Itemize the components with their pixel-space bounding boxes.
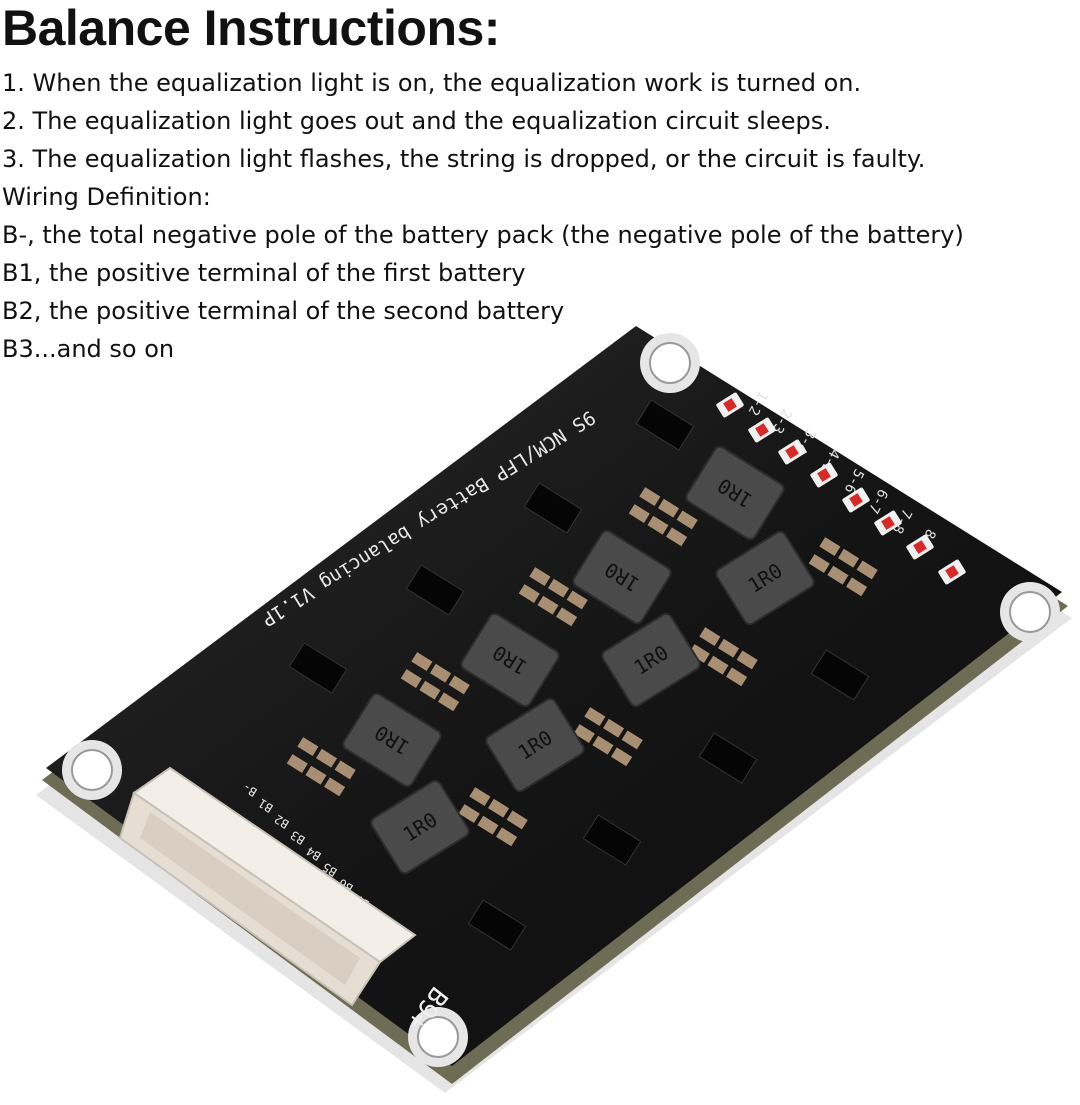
balance-wire-connector <box>118 766 417 1007</box>
inductor: 1R0 <box>460 612 560 708</box>
led-labels: 1-2 2-3 3-4 4-5 5-6 6-7 7-8 8-9 <box>745 388 939 556</box>
pin-label: B9 <box>384 924 404 944</box>
inductor: 1R0 <box>715 530 815 626</box>
inductor-label: 1R0 <box>513 725 556 764</box>
pin-label: B1 <box>256 796 276 816</box>
status-leds <box>716 392 966 585</box>
page-title: Balance Instructions: <box>2 0 500 56</box>
inductor: 1R0 <box>370 779 470 875</box>
inductor: 1R0 <box>485 697 585 793</box>
inductor-label: 1R0 <box>398 807 441 846</box>
inductors: 1R0 1R0 1R0 1R0 1R0 1R0 1R0 1R0 <box>342 445 815 875</box>
inductor: 1R0 <box>601 612 701 708</box>
instruction-line-1: 1. When the equalization light is on, th… <box>2 69 862 97</box>
instruction-line-3: 3. The equalization light flashes, the s… <box>2 145 926 173</box>
inductor: 1R0 <box>685 445 785 541</box>
wiring-heading: Wiring Definition: <box>2 183 211 211</box>
inductor: 1R0 <box>572 529 672 625</box>
inductor-label: 1R0 <box>370 720 413 759</box>
instruction-line-2: 2. The equalization light goes out and t… <box>2 107 831 135</box>
pin-label: B2 <box>272 812 292 832</box>
inductor-label: 1R0 <box>600 557 643 596</box>
connector-pin-labels: B- B1 B2 B3 B4 B5 B6 B7 B8 B9 <box>240 780 404 944</box>
capacitor-clusters <box>286 487 878 847</box>
instructions-text: 1. When the equalization light is on, th… <box>2 64 1080 368</box>
inductor: 1R0 <box>342 692 442 788</box>
board-shadow <box>36 346 1072 1093</box>
led-label: 3-4 <box>793 426 819 456</box>
transistors <box>288 399 870 951</box>
inductor-label: 1R0 <box>629 640 672 679</box>
led-label: 8-9 <box>913 526 939 556</box>
pin-label: B4 <box>304 844 324 864</box>
pin-label: B- <box>240 780 260 800</box>
board-silkscreen-title: 9S NCM/LFP Battery balancing V1.1P <box>258 406 599 631</box>
wiring-line-b2: B2, the positive terminal of the second … <box>2 297 565 325</box>
pin-label: B5 <box>320 860 340 880</box>
terminal-label-b9-plus: B9+ <box>401 981 454 1036</box>
led-label: 4-5 <box>817 446 843 476</box>
inductor-label: 1R0 <box>713 473 756 512</box>
mounting-holes <box>62 333 1060 1067</box>
wiring-line-b-minus: B-, the total negative pole of the batte… <box>2 221 964 249</box>
inductor-label: 1R0 <box>488 640 531 679</box>
wiring-line-b3: B3...and so on <box>2 335 175 363</box>
led-label: 1-2 <box>745 388 771 418</box>
led-label: 6-7 <box>865 486 891 516</box>
board-edge <box>42 334 1068 1084</box>
led-label: 5-6 <box>841 466 867 496</box>
pin-label: B8 <box>368 908 388 928</box>
pcb-surface <box>46 326 1062 1066</box>
inductor-label: 1R0 <box>743 558 786 597</box>
wiring-line-b1: B1, the positive terminal of the first b… <box>2 259 526 287</box>
pin-label: B6 <box>336 876 356 896</box>
led-label: 2-3 <box>769 406 795 436</box>
led-label: 7-8 <box>889 506 915 536</box>
pin-label: B7 <box>352 892 372 912</box>
pin-label: B3 <box>288 828 308 848</box>
